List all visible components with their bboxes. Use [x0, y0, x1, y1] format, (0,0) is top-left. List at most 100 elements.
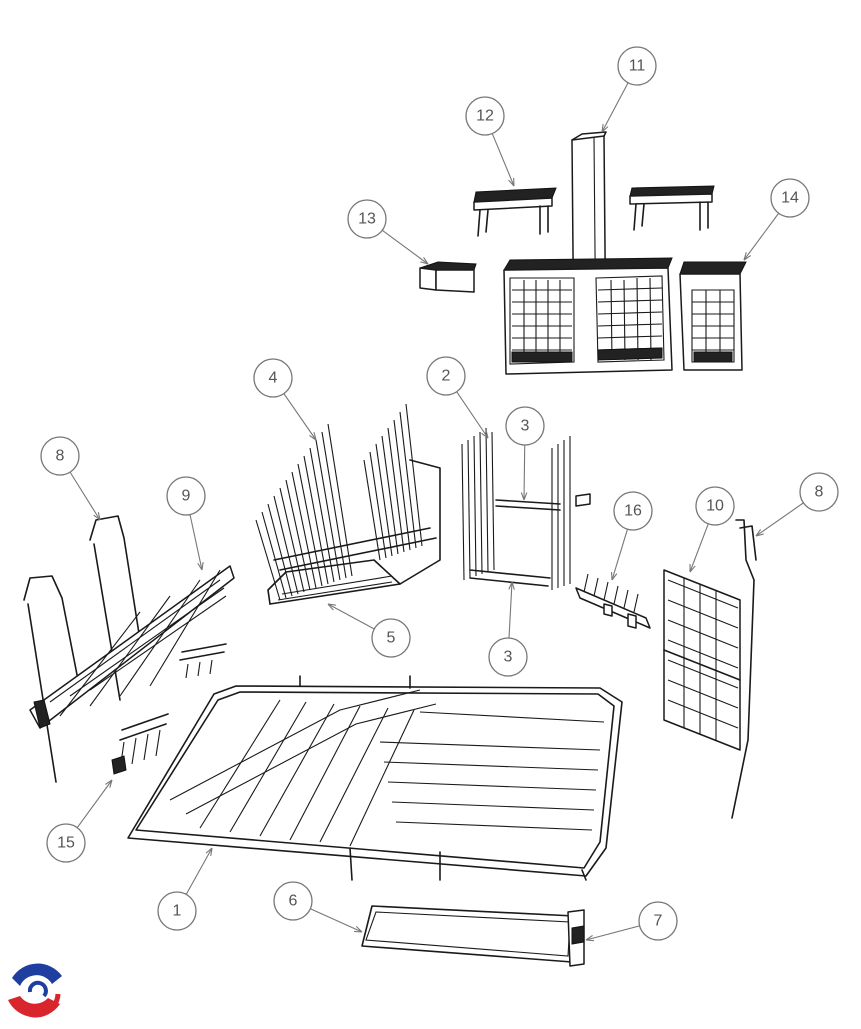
- callout-c8b: 8: [755, 472, 839, 537]
- callout-c3a: 3: [505, 406, 545, 501]
- callout-arrowhead: [508, 581, 515, 590]
- callout-circle: [488, 637, 528, 677]
- callout-leader: [508, 581, 513, 639]
- callout-leader: [283, 393, 317, 441]
- callout-label: 6: [289, 893, 298, 910]
- callout-circle: [505, 406, 545, 446]
- callout-leader: [310, 908, 363, 933]
- callout-arrowhead: [481, 430, 489, 439]
- callout-arrowhead: [327, 603, 336, 611]
- callout-circle: [347, 199, 387, 239]
- callout-label: 14: [781, 190, 799, 207]
- callout-c4: 4: [253, 358, 317, 441]
- callout-leader: [611, 529, 628, 581]
- callout-c14: 14: [743, 178, 810, 261]
- brand-logo-icon: [5, 963, 65, 1023]
- callout-arrowhead: [508, 177, 515, 187]
- callout-c12: 12: [465, 96, 515, 187]
- callout-label: 11: [629, 58, 646, 75]
- part-main-basket: [127, 675, 623, 881]
- part-comb: [575, 573, 651, 629]
- callout-arrowhead: [205, 847, 213, 856]
- callout-label: 10: [706, 498, 724, 515]
- callout-c13: 13: [347, 199, 429, 265]
- callout-label: 2: [442, 368, 451, 385]
- part-basket-lid-right: [629, 185, 715, 231]
- callout-circle: [465, 96, 505, 136]
- callout-arrowhead: [353, 926, 363, 933]
- callout-c3b: 3: [488, 581, 528, 677]
- part-small-tray: [419, 261, 477, 293]
- callout-circle: [273, 881, 313, 921]
- part-cutlery-basket: [503, 257, 673, 375]
- callout-c10: 10: [689, 486, 735, 573]
- callout-circle: [157, 891, 197, 931]
- callout-circle: [695, 486, 735, 526]
- callout-label: 4: [269, 370, 278, 387]
- callout-arrowhead: [689, 563, 696, 573]
- callout-label: 7: [654, 913, 663, 930]
- callout-c11: 11: [601, 46, 657, 133]
- callout-circle: [46, 823, 86, 863]
- callout-label: 8: [56, 448, 65, 465]
- callout-label: 16: [624, 503, 642, 520]
- callout-circle: [426, 356, 466, 396]
- callout-label: 3: [504, 649, 513, 666]
- callout-arrowhead: [520, 492, 528, 501]
- callout-label: 3: [521, 418, 530, 435]
- callout-arrowhead: [93, 512, 101, 521]
- callout-label: 15: [57, 835, 75, 852]
- callout-circle: [638, 901, 678, 941]
- callout-arrowhead: [197, 561, 204, 571]
- callout-arrowhead: [420, 257, 429, 265]
- part-cup-shelf-left: [23, 515, 235, 783]
- part-cup-shelf-right: [663, 519, 757, 819]
- part-basket-lid-left: [473, 187, 557, 237]
- callout-circle: [613, 491, 653, 531]
- callout-circle: [770, 178, 810, 218]
- callout-leader: [743, 212, 780, 261]
- callout-leader: [585, 925, 640, 941]
- callout-leader: [189, 514, 203, 571]
- callout-label: 1: [173, 903, 182, 920]
- callout-circle: [253, 358, 293, 398]
- callout-c7: 7: [585, 901, 678, 942]
- part-plate-rack: [255, 403, 441, 605]
- callout-leader: [601, 82, 629, 133]
- callout-c2: 2: [426, 356, 489, 439]
- part-small-basket: [679, 261, 747, 371]
- callout-leader: [689, 523, 709, 573]
- callout-label: 12: [476, 108, 494, 125]
- callout-arrowhead: [755, 529, 764, 537]
- callout-leader: [755, 502, 804, 537]
- callout-circle: [40, 436, 80, 476]
- callout-circle: [799, 472, 839, 512]
- callout-label: 5: [387, 630, 396, 647]
- callout-circle: [617, 46, 657, 86]
- part-clips: [111, 643, 227, 775]
- callout-leader: [491, 133, 515, 187]
- callout-c9: 9: [166, 476, 206, 571]
- callout-leader: [327, 603, 375, 630]
- callout-leader: [69, 471, 101, 521]
- part-rail: [361, 905, 585, 967]
- callout-c8a: 8: [40, 436, 101, 521]
- callout-arrowhead: [585, 934, 595, 942]
- callout-arrowhead: [611, 571, 618, 581]
- callout-leader: [456, 391, 489, 439]
- callout-leader: [76, 779, 113, 828]
- callout-leader: [381, 229, 429, 265]
- callout-circle: [166, 476, 206, 516]
- callout-label: 13: [358, 211, 376, 228]
- callout-label: 9: [182, 488, 191, 505]
- callout-c6: 6: [273, 881, 363, 933]
- callout-c5: 5: [327, 603, 411, 658]
- callout-c15: 15: [46, 779, 113, 863]
- callout-label: 8: [815, 484, 824, 501]
- callout-arrowhead: [309, 432, 317, 441]
- callout-arrowhead: [105, 779, 113, 788]
- callout-arrowhead: [601, 124, 609, 133]
- callout-c16: 16: [611, 491, 653, 581]
- callout-c1: 1: [157, 847, 213, 931]
